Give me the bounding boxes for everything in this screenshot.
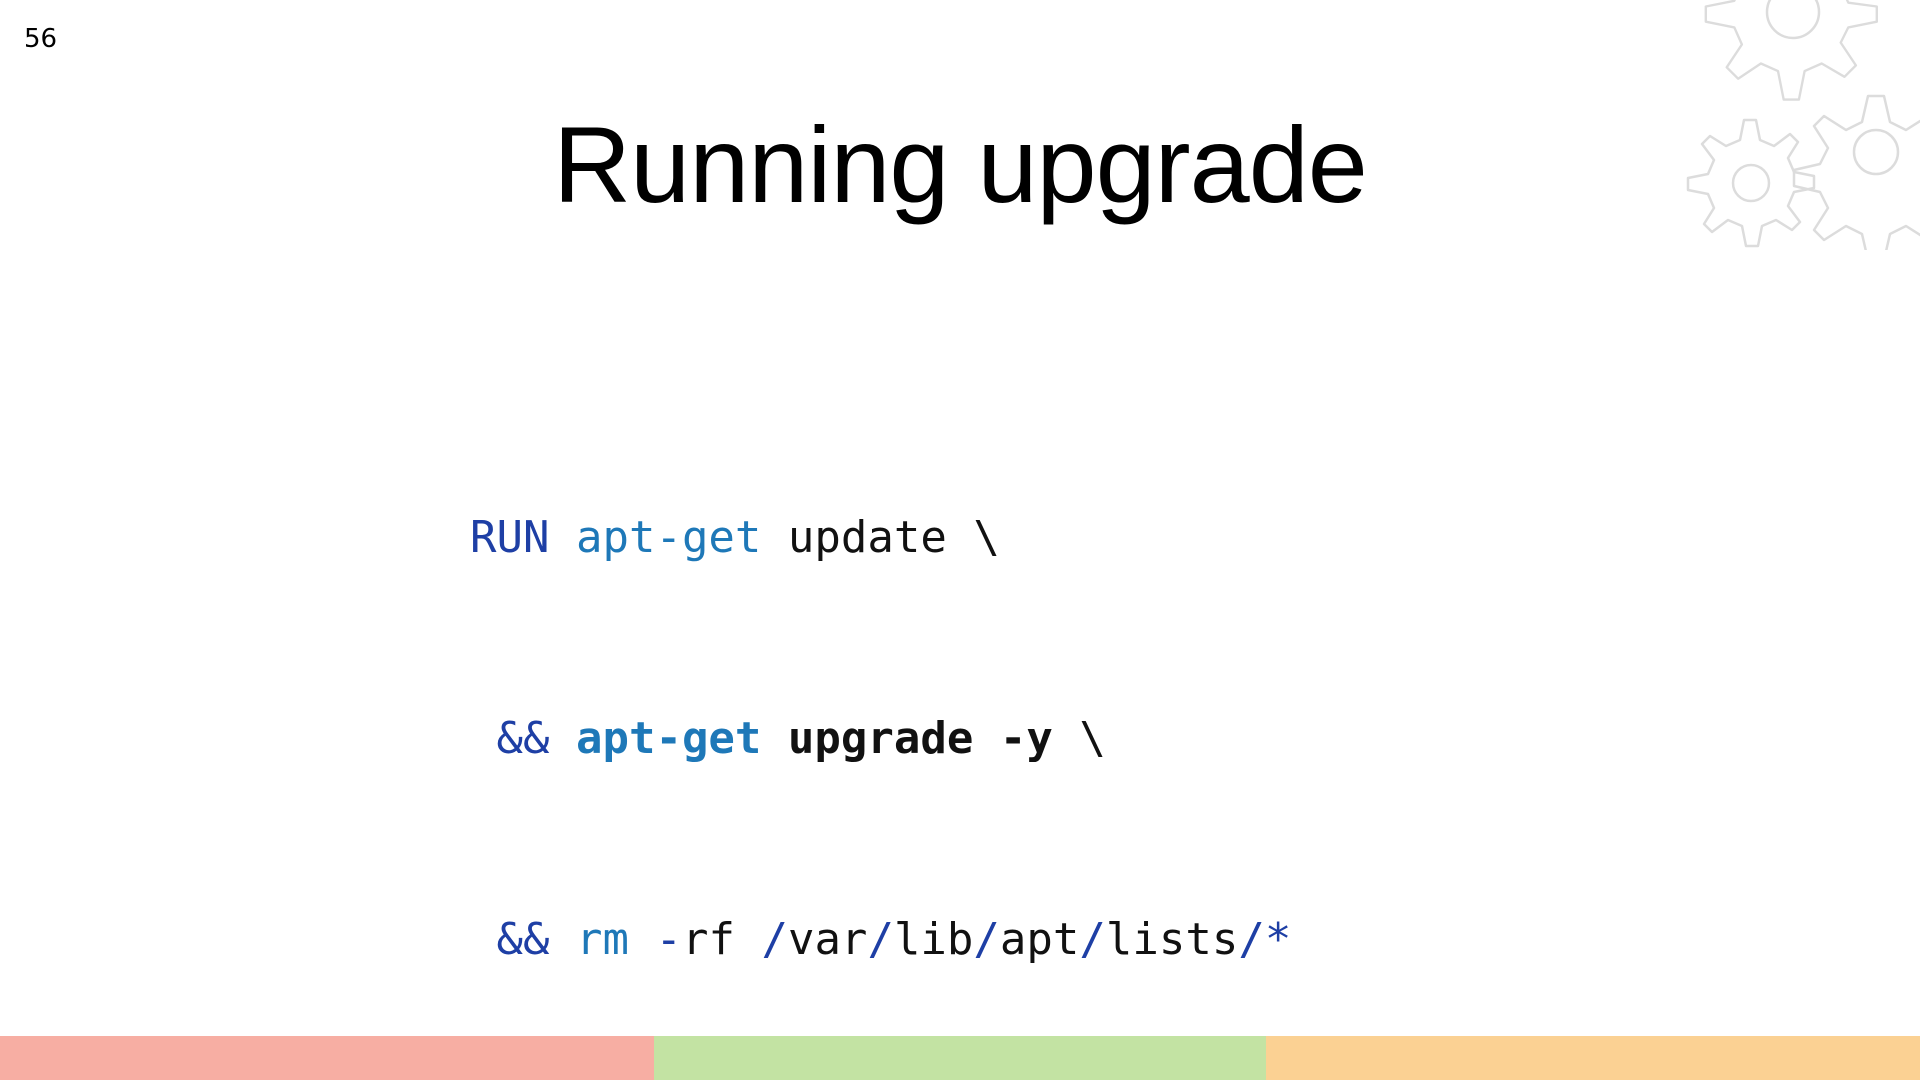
code-keyword-run: RUN bbox=[470, 512, 550, 563]
slide-number: 56 bbox=[24, 24, 58, 54]
code-line-3: && rm -rf /var/lib/apt/lists/* bbox=[470, 906, 1292, 973]
code-argument: upgrade -y bbox=[787, 713, 1053, 764]
code-path-separator: / bbox=[761, 914, 788, 965]
code-path-segment: lib bbox=[893, 914, 974, 965]
code-command: apt-get bbox=[575, 512, 762, 563]
code-command: apt-get bbox=[575, 713, 762, 764]
code-path-separator: / bbox=[867, 914, 894, 965]
footer-segment-orange bbox=[1266, 1036, 1920, 1080]
slide-title: Running upgrade bbox=[553, 104, 1368, 225]
footer-segment-green bbox=[654, 1036, 1266, 1080]
code-line-continuation: \ bbox=[973, 512, 1000, 563]
code-path-segment: var bbox=[787, 914, 868, 965]
footer-segment-red bbox=[0, 1036, 654, 1080]
code-line-2: && apt-get upgrade -y \ bbox=[470, 705, 1291, 772]
code-path-separator: / bbox=[973, 914, 1000, 965]
code-operator-and: && bbox=[496, 914, 550, 965]
code-path-segment: lists bbox=[1105, 914, 1239, 965]
code-operator-and: && bbox=[496, 713, 550, 764]
code-command: rm bbox=[575, 914, 629, 965]
footer-color-bar bbox=[0, 1036, 1920, 1080]
code-path-segment: apt bbox=[999, 914, 1080, 965]
code-path-separator: / bbox=[1079, 914, 1106, 965]
code-path-wildcard: * bbox=[1264, 914, 1292, 965]
code-flag-dash: - bbox=[655, 914, 682, 965]
code-path-separator: / bbox=[1238, 914, 1265, 965]
code-line-continuation: \ bbox=[1079, 713, 1106, 764]
code-flag: rf bbox=[681, 914, 735, 965]
gears-icon bbox=[1686, 0, 1920, 250]
code-block: RUN apt-get update \ && apt-get upgrade … bbox=[470, 370, 1291, 1080]
code-argument: update bbox=[787, 512, 947, 563]
code-line-1: RUN apt-get update \ bbox=[470, 504, 1291, 571]
